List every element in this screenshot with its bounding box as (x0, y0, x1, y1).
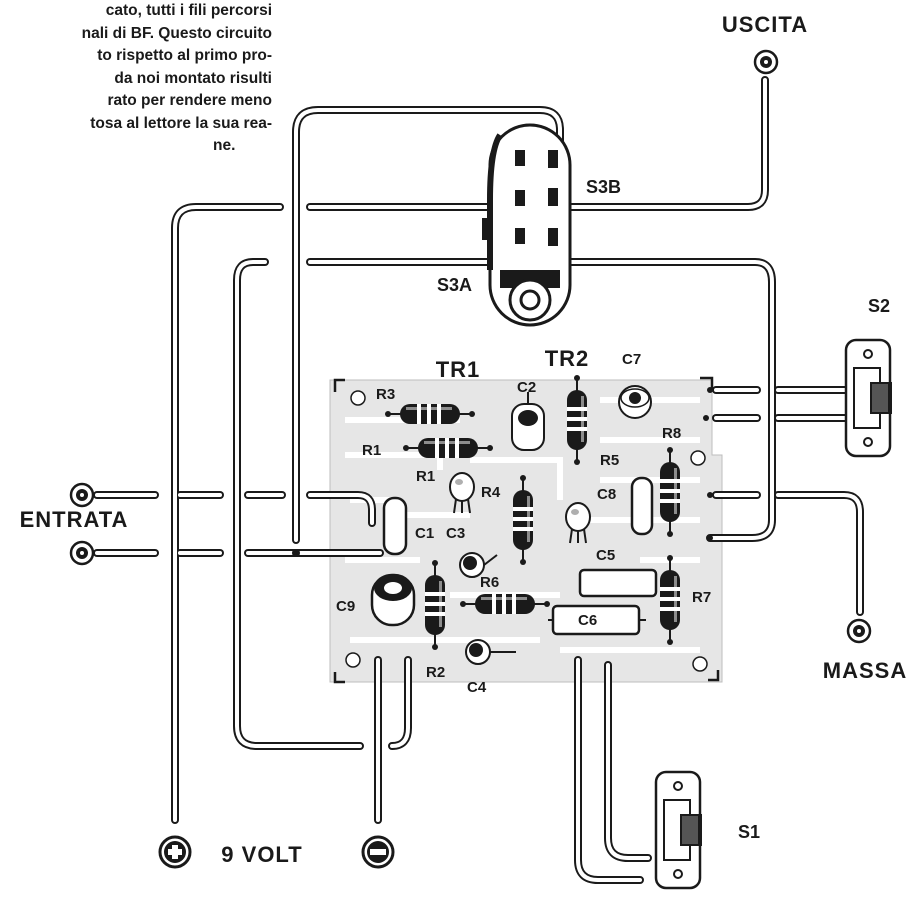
label-c3: C3 (446, 525, 465, 542)
label-r2: R2 (426, 664, 445, 681)
label-c8: C8 (597, 486, 616, 503)
label-r3: R3 (376, 386, 395, 403)
label-c9: C9 (336, 598, 355, 615)
capacitor-c3 (459, 552, 498, 578)
capacitor-c7 (618, 385, 652, 419)
switch-s2 (844, 338, 894, 458)
label-s3a: S3A (437, 275, 472, 295)
label-massa: MASSA (823, 658, 907, 683)
intro-line: to rispetto al primo pro- (97, 47, 272, 64)
intro-line: nali di BF. Questo circuito (81, 24, 272, 42)
label-r5: R5 (600, 452, 619, 469)
minus-terminal-icon (361, 835, 395, 869)
components (370, 374, 681, 665)
label-uscita: USCITA (722, 12, 808, 37)
label-s2: S2 (868, 296, 890, 316)
jack-entrata-1 (69, 482, 95, 508)
capacitor-c2 (511, 392, 545, 451)
intro-line: rato per rendere meno (107, 92, 272, 109)
capacitor-c1 (382, 496, 408, 556)
jack-uscita (753, 49, 779, 75)
label-entrata: ENTRATA (20, 507, 129, 532)
intro-line: cato, tutti i fili percorsi (105, 2, 272, 19)
jack-entrata-2 (69, 540, 95, 566)
label-c5: C5 (596, 547, 615, 564)
capacitor-c5 (578, 568, 658, 598)
label-r6: R6 (480, 574, 499, 591)
intro-line: ne. (213, 137, 236, 154)
switch-s1 (654, 770, 704, 890)
label-s1: S1 (738, 822, 760, 842)
label-s3b: S3B (586, 177, 621, 197)
capacitor-c4 (465, 639, 516, 665)
label-c4: C4 (467, 679, 487, 696)
intro-text: cato, tutti i fili percorsi nali di BF. … (0, 0, 272, 158)
label-c6: C6 (578, 612, 597, 629)
label-r1b: R1 (416, 468, 435, 485)
capacitor-c9 (370, 573, 416, 627)
label-c7: C7 (622, 351, 641, 368)
capacitor-c6 (548, 604, 646, 636)
capacitor-c8 (630, 476, 654, 536)
label-c1: C1 (415, 525, 434, 542)
label-r7: R7 (692, 589, 711, 606)
label-tr1: TR1 (436, 357, 481, 382)
label-c2: C2 (517, 379, 536, 396)
label-r1: R1 (362, 442, 381, 459)
plus-terminal-icon (158, 835, 192, 869)
jack-massa (846, 618, 872, 644)
label-9-volt: 9 VOLT (221, 842, 302, 867)
intro-line: da noi montato risulti (114, 69, 272, 87)
label-tr2: TR2 (545, 346, 590, 371)
intro-line: tosa al lettore la sua rea- (90, 114, 272, 132)
label-r8: R8 (662, 425, 681, 442)
switch-s3 (482, 123, 572, 327)
label-r4: R4 (481, 484, 501, 501)
wires (93, 76, 864, 884)
